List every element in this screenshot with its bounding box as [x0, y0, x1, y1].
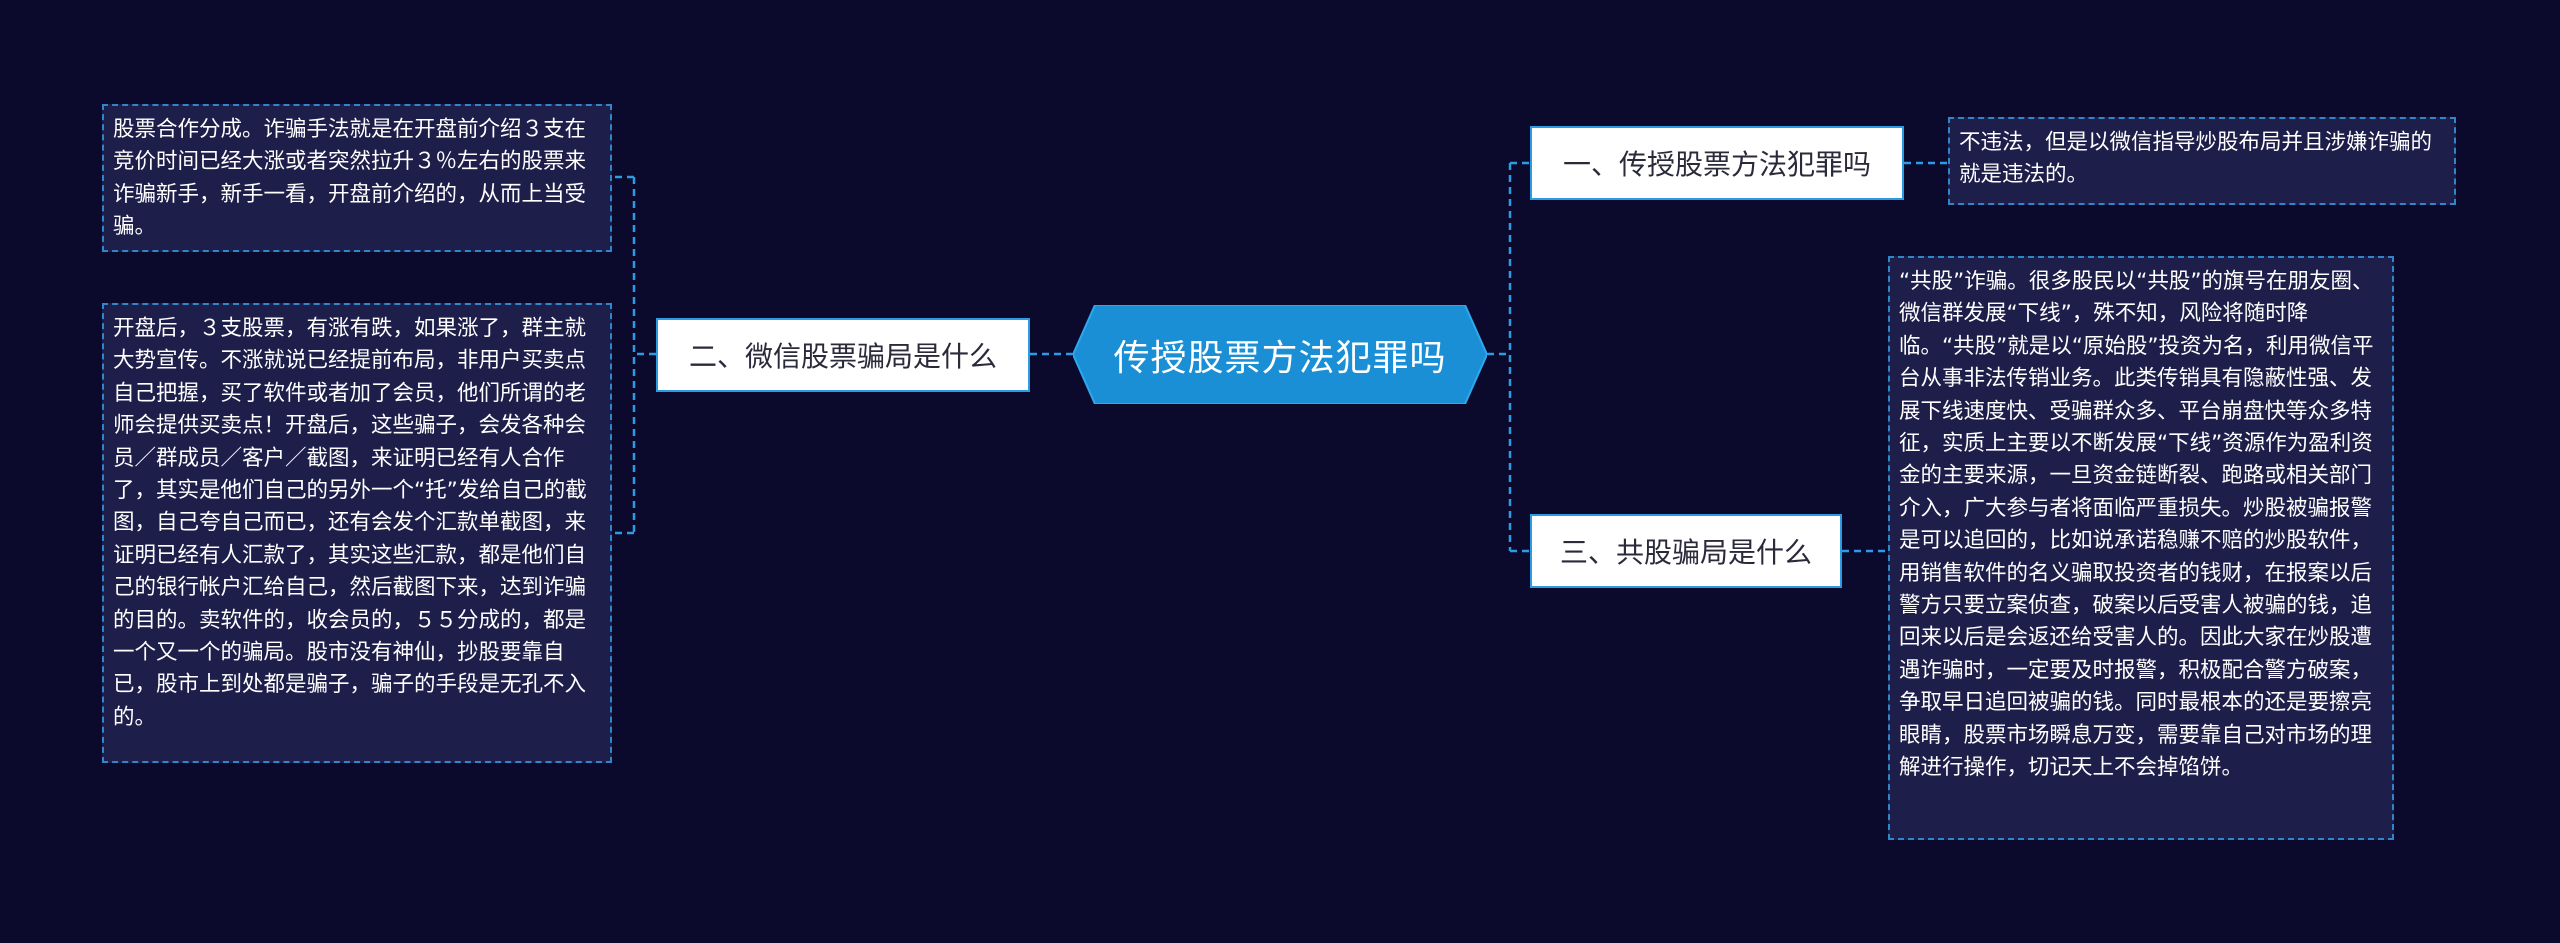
branch-node-1[interactable]: 一、传授股票方法犯罪吗 [1530, 126, 1904, 200]
leaf-node-1[interactable]: 不违法，但是以微信指导炒股布局并且涉嫌诈骗的就是违法的。 [1948, 117, 2456, 205]
leaf-node-3[interactable]: 开盘后，３支股票，有涨有跌，如果涨了，群主就大势宣传。不涨就说已经提前布局，非用… [102, 303, 612, 763]
branch-label-3: 三、共股骗局是什么 [1559, 536, 1812, 569]
leaf-text-2: 股票合作分成。诈骗手法就是在开盘前介绍３支在竞价时间已经大涨或者突然拉升３％左右… [113, 117, 587, 240]
branch-node-3[interactable]: 三、共股骗局是什么 [1530, 514, 1842, 588]
leaf-node-4[interactable]: “共股”诈骗。很多股民以“共股”的旗号在朋友圈、微信群发展“下线”，殊不知，风险… [1888, 256, 2394, 840]
root-node[interactable]: 传授股票方法犯罪吗 [1073, 305, 1487, 404]
branch-label-2: 二、微信股票骗局是什么 [688, 340, 997, 373]
root-shape [1073, 305, 1487, 404]
leaf-text-1: 不违法，但是以微信指导炒股布局并且涉嫌诈骗的就是违法的。 [1959, 130, 2433, 188]
leaf-text-4: “共股”诈骗。很多股民以“共股”的旗号在朋友圈、微信群发展“下线”，殊不知，风险… [1899, 269, 2374, 781]
leaf-node-2[interactable]: 股票合作分成。诈骗手法就是在开盘前介绍３支在竞价时间已经大涨或者突然拉升３％左右… [102, 104, 612, 252]
root-label: 传授股票方法犯罪吗 [1113, 337, 1447, 379]
leaf-text-3: 开盘后，３支股票，有涨有跌，如果涨了，群主就大势宣传。不涨就说已经提前布局，非用… [113, 316, 587, 730]
branch-label-1: 一、传授股票方法犯罪吗 [1562, 148, 1871, 181]
branch-node-2[interactable]: 二、微信股票骗局是什么 [656, 318, 1030, 392]
